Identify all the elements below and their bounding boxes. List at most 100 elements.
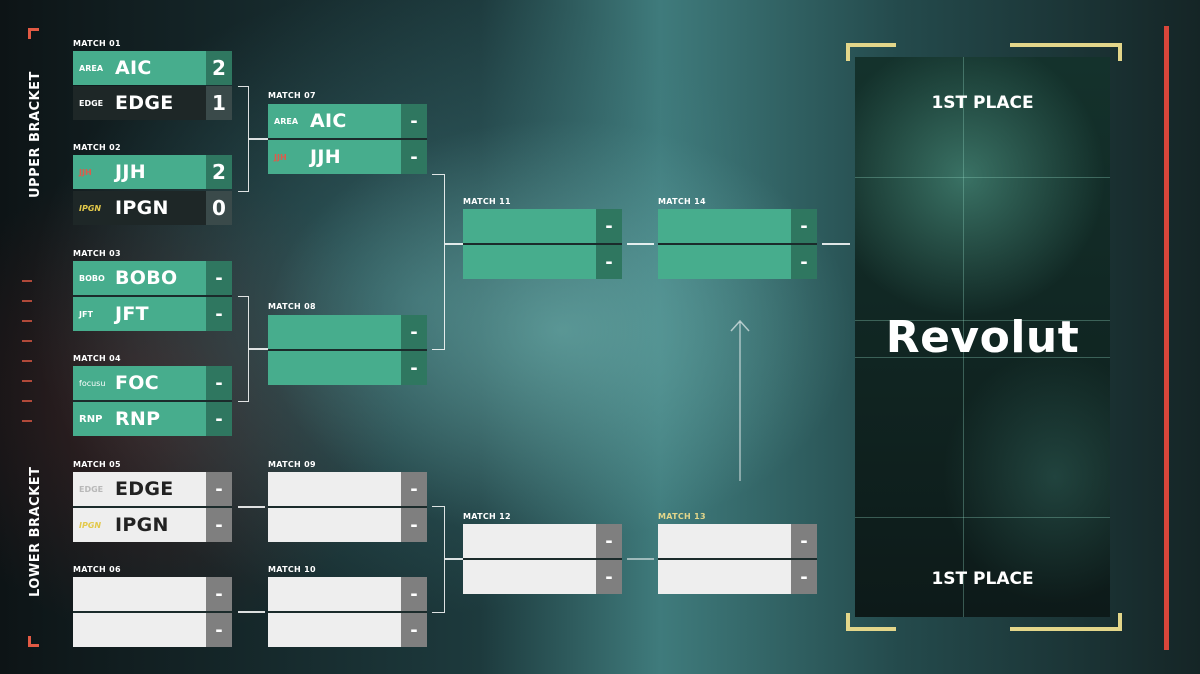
connector-m05-m09	[238, 506, 265, 508]
team-score: -	[401, 140, 427, 174]
team-score: -	[401, 351, 427, 385]
match-12-team-1[interactable]: -	[463, 524, 622, 558]
panel-corner	[1010, 43, 1122, 47]
connector-m03-m04	[238, 296, 249, 402]
team-score: -	[206, 297, 232, 331]
match-06-team-1[interactable]: -	[73, 577, 232, 611]
panel-corner	[846, 613, 850, 631]
team-logo: IPGN	[79, 520, 102, 530]
team-score: -	[401, 104, 427, 138]
team-score: -	[791, 245, 817, 279]
panel-grid-line	[963, 57, 964, 617]
team-score: -	[401, 613, 427, 647]
connector-to-m08	[249, 348, 268, 350]
team-score: 2	[206, 51, 232, 85]
team-name: AIC	[310, 110, 347, 132]
team-name: AIC	[115, 57, 152, 79]
match-04-label: MATCH 04	[73, 354, 121, 363]
match-10-team-1[interactable]: -	[268, 577, 427, 611]
decor-tick	[22, 360, 32, 362]
decor-tick	[22, 420, 32, 422]
panel-corner	[846, 627, 896, 631]
frame-bar-right	[1164, 26, 1169, 650]
match-11-team-2[interactable]: -	[463, 245, 622, 279]
match-09-team-1[interactable]: -	[268, 472, 427, 506]
team-score: -	[401, 508, 427, 542]
upper-bracket-label: UPPER BRACKET	[28, 71, 43, 198]
decor-tick	[22, 400, 32, 402]
team-score: -	[206, 402, 232, 436]
match-08-team-2[interactable]: -	[268, 351, 427, 385]
frame-corner-bottom-left	[28, 636, 39, 647]
match-06-label: MATCH 06	[73, 565, 121, 574]
match-13-team-2[interactable]: -	[658, 560, 817, 594]
row-divider	[73, 400, 232, 402]
team-name: FOC	[115, 372, 159, 394]
match-08-label: MATCH 08	[268, 302, 316, 311]
match-07-team-1[interactable]: AREA AIC -	[268, 104, 427, 138]
match-07-label: MATCH 07	[268, 91, 316, 100]
connector-to-m12	[445, 558, 463, 560]
match-10-team-2[interactable]: -	[268, 613, 427, 647]
team-score: -	[401, 315, 427, 349]
match-14-team-1[interactable]: -	[658, 209, 817, 243]
team-name: JFT	[115, 303, 149, 325]
team-score: -	[596, 560, 622, 594]
frame-corner-top-left	[28, 28, 39, 39]
match-09-label: MATCH 09	[268, 460, 316, 469]
connector-to-m11	[445, 243, 463, 245]
team-name: BOBO	[115, 267, 178, 289]
match-14-team-2[interactable]: -	[658, 245, 817, 279]
team-logo: JJH	[274, 152, 287, 162]
decor-tick	[22, 320, 32, 322]
connector-m07-m08	[432, 174, 445, 350]
team-logo: JFT	[79, 309, 93, 319]
connector-m06-m10	[238, 611, 265, 613]
team-logo: BOBO	[79, 273, 105, 283]
sponsor-logo: Revolut	[885, 312, 1080, 363]
row-divider	[73, 611, 232, 613]
team-name: JJH	[115, 161, 146, 183]
row-divider	[73, 295, 232, 297]
team-logo: JJH	[79, 167, 92, 177]
panel-corner	[846, 43, 850, 61]
decor-tick	[22, 300, 32, 302]
team-name: RNP	[115, 408, 161, 430]
match-06-team-2[interactable]: -	[73, 613, 232, 647]
row-divider	[463, 243, 622, 245]
match-11-team-1[interactable]: -	[463, 209, 622, 243]
match-03-team-1[interactable]: BOBO BOBO -	[73, 261, 232, 295]
match-10-label: MATCH 10	[268, 565, 316, 574]
team-score: -	[791, 209, 817, 243]
team-logo: AREA	[274, 116, 299, 126]
team-logo: focusu	[79, 378, 106, 388]
match-03-team-2[interactable]: JFT JFT -	[73, 297, 232, 331]
match-13-label: MATCH 13	[658, 512, 706, 521]
team-score: -	[401, 472, 427, 506]
team-name: EDGE	[115, 478, 174, 500]
row-divider	[268, 611, 427, 613]
connector-m09-m10	[432, 506, 445, 613]
team-score: -	[206, 261, 232, 295]
match-08-team-1[interactable]: -	[268, 315, 427, 349]
final-panel: 1ST PLACE Revolut 1ST PLACE	[855, 57, 1110, 617]
decor-tick	[22, 340, 32, 342]
team-name: EDGE	[115, 92, 174, 114]
team-score: -	[206, 613, 232, 647]
match-09-team-2[interactable]: -	[268, 508, 427, 542]
match-12-team-2[interactable]: -	[463, 560, 622, 594]
match-11-label: MATCH 11	[463, 197, 511, 206]
row-divider	[73, 506, 232, 508]
match-13-team-1[interactable]: -	[658, 524, 817, 558]
match-05-label: MATCH 05	[73, 460, 121, 469]
row-divider	[268, 349, 427, 351]
